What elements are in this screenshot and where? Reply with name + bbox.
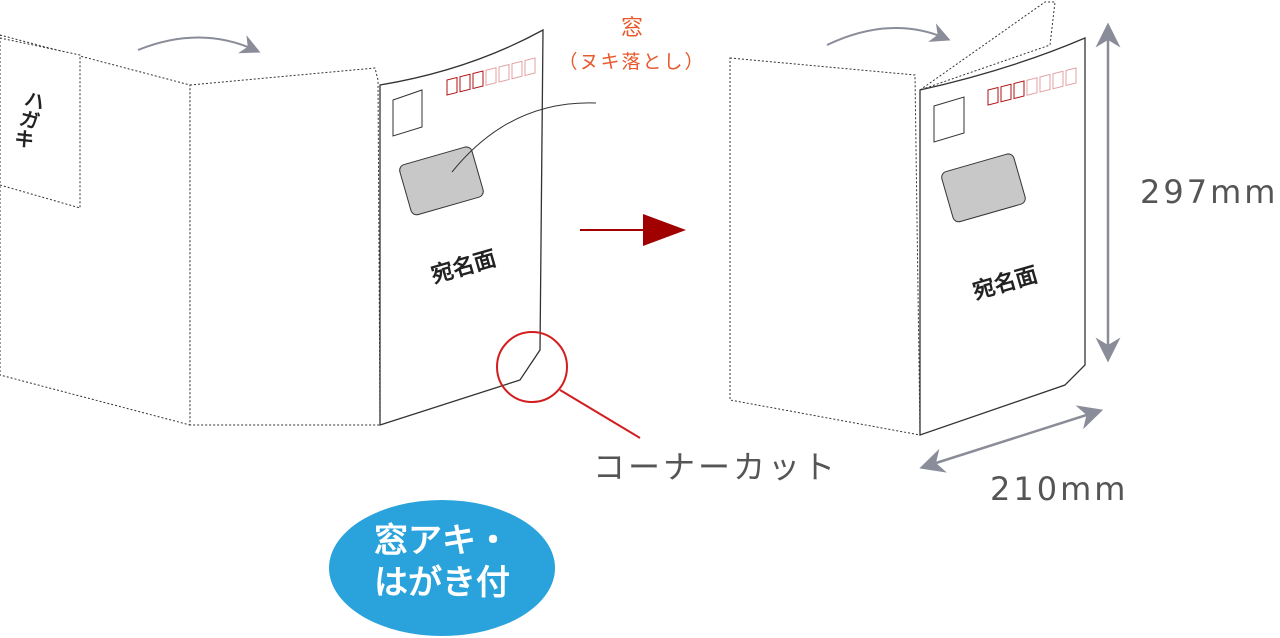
window-leader-line [451,102,597,173]
corner-cut-highlight [496,331,568,403]
corner-cut-label: コーナーカット [593,448,838,486]
hagaki-panel [0,37,81,209]
width-label: 210mm [990,470,1128,508]
folded-postal-code-boxes [987,67,1077,106]
window-note: （ヌキ落とし） [558,51,705,73]
folded-flap [919,1,1056,91]
stamp-box [392,89,423,137]
height-label: 297mm [1140,173,1278,211]
postal-code-boxes [446,57,536,96]
badge-line-2: はがき付 [374,563,510,603]
folded-back-panel [729,57,921,436]
folded-stamp-box [933,96,965,143]
width-dimension-arrow [919,405,1104,473]
unfolded-envelope: ハガキ 宛名面 [0,28,641,439]
transform-arrow [580,214,686,246]
feature-badge: 窓アキ・ はがき付 [329,500,555,636]
fold-arrow-right [826,23,951,46]
address-panel [379,28,544,426]
corner-cut-leader [559,389,641,439]
window-label: 窓 [621,16,643,41]
folded-window-cutout [941,153,1026,223]
window-cutout [399,146,484,216]
middle-panel [189,67,381,426]
folded-address-panel [919,37,1086,436]
badge-line-1: 窓アキ・ [374,521,510,561]
folded-envelope: 宛名面 [729,1,1086,436]
fold-arrow-left [137,35,261,54]
